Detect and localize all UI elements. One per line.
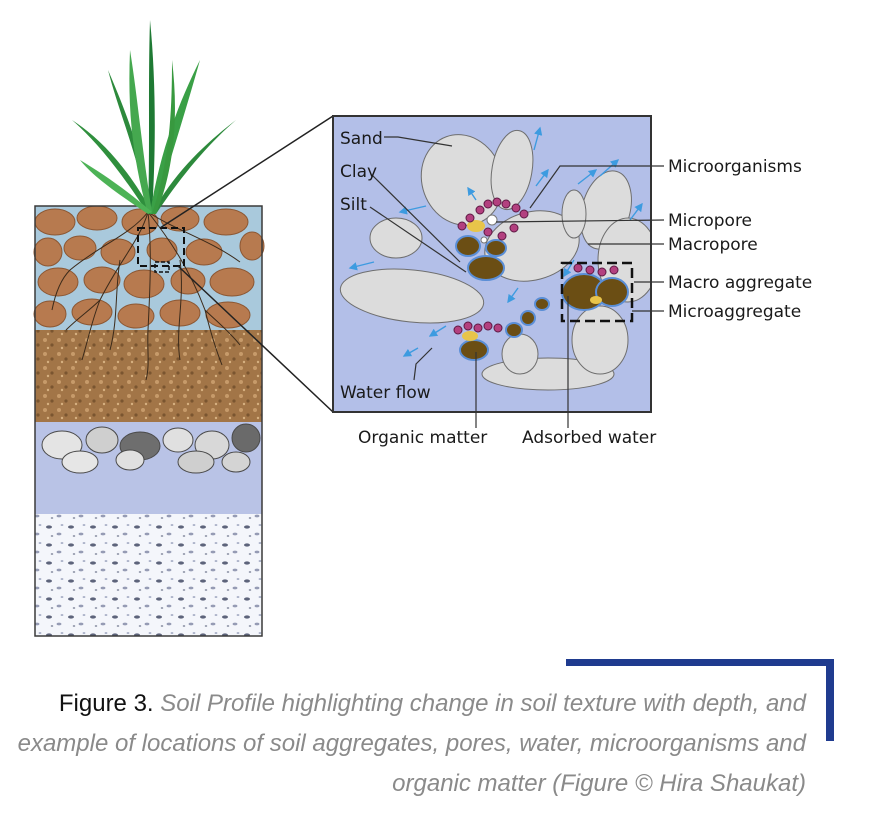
water-flow-arrows — [348, 126, 643, 357]
label-macropore: Macropore — [668, 235, 758, 255]
figure-caption: Figure 3. Soil Profile highlighting chan… — [10, 684, 806, 804]
caption-text: Soil Profile highlighting change in soil… — [17, 690, 806, 797]
label-water-flow: Water flow — [340, 383, 431, 403]
bedrock-layer — [35, 514, 262, 636]
label-organic-matter: Organic matter — [358, 428, 487, 448]
zoom-marker-small — [154, 261, 170, 273]
organic-matter-clusters — [455, 235, 629, 361]
macro-aggregate-box — [560, 261, 634, 323]
subsoil-layer — [35, 330, 262, 422]
soil-profile-diagram: Sand Clay Silt Water flow Microorganisms… — [33, 20, 812, 637]
micropore-dot — [480, 236, 488, 244]
gravel-stones — [41, 423, 261, 474]
caption-accent-bar — [566, 659, 834, 666]
caption-accent-bar-side — [826, 659, 834, 741]
soil-profile-column — [33, 205, 265, 637]
adsorbed-water-patches — [462, 220, 602, 341]
label-microaggregate: Microaggregate — [668, 302, 801, 322]
microorganisms-dots — [453, 197, 619, 335]
label-adsorbed-water: Adsorbed water — [522, 428, 656, 448]
leader-lines — [369, 136, 665, 428]
label-macro-aggregate: Macro aggregate — [668, 273, 812, 293]
zoom-connector-top — [159, 115, 334, 229]
label-micropore: Micropore — [668, 211, 752, 231]
inset-border — [332, 115, 652, 413]
soil-structure-inset — [332, 115, 652, 413]
label-sand: Sand — [340, 129, 383, 149]
figure-number: Figure 3. — [58, 690, 154, 717]
label-silt: Silt — [340, 195, 367, 215]
label-microorganisms: Microorganisms — [668, 157, 802, 177]
micropore-dot — [486, 214, 498, 226]
plant-roots — [51, 211, 241, 381]
plant-icon — [72, 20, 236, 214]
label-clay: Clay — [340, 162, 377, 182]
zoom-connector-bottom — [177, 265, 334, 413]
